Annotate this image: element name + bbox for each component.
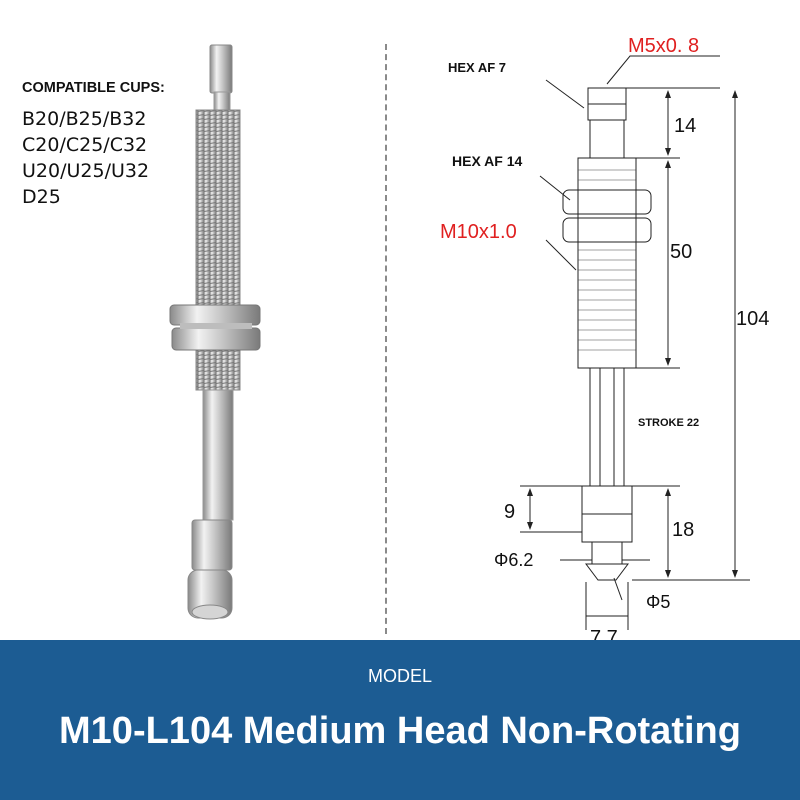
panel-divider (385, 44, 387, 634)
cup-item: U20/U25/U32 (22, 160, 150, 182)
label-thread-m10: M10x1.0 (440, 221, 517, 243)
dim-7-7: 7.7 (590, 627, 618, 640)
washer (180, 323, 252, 329)
drawing-neck (589, 119, 625, 159)
technical-drawing-panel: HEX AF 7 M5x0. 8 HEX AF 14 M10x1.0 STROK… (386, 0, 800, 640)
dim-18: 18 (672, 519, 694, 541)
compatible-cups-title: COMPATIBLE CUPS: (22, 80, 165, 96)
footer-banner (0, 640, 800, 800)
label-dia-5: Φ5 (646, 592, 670, 612)
label-hex-af-7: HEX AF 7 (448, 60, 506, 75)
drawing-nozzle (591, 541, 623, 565)
dim-9: 9 (504, 501, 515, 523)
model-title: M10-L104 Medium Head Non-Rotating (59, 710, 741, 752)
drawing-nozzle-tip (585, 563, 629, 581)
label-thread-m5: M5x0. 8 (628, 35, 699, 57)
dim-104: 104 (736, 308, 769, 330)
lock-nut-lower (171, 327, 261, 351)
cup-item: D25 (22, 186, 61, 208)
lock-nut-upper (169, 304, 261, 326)
drawing-nut-upper (562, 189, 652, 215)
hex-shaft (202, 389, 234, 521)
dim-50: 50 (670, 241, 692, 263)
label-stroke: STROKE 22 (638, 417, 699, 429)
nozzle-tip (191, 604, 229, 620)
vacuum-pad-photo (169, 44, 261, 620)
label-dia-6-2: Φ6.2 (494, 550, 533, 570)
cup-item: C20/C25/C32 (22, 134, 148, 156)
cup-item: B20/B25/B32 (22, 108, 147, 130)
label-hex-af-14: HEX AF 14 (452, 153, 522, 169)
dim-14: 14 (674, 115, 696, 137)
product-photo-panel: COMPATIBLE CUPS: B20/B25/B32 C20/C25/C32… (0, 0, 385, 640)
drawing-shaft (589, 367, 625, 487)
bottom-hex (191, 519, 233, 571)
model-caption: MODEL (367, 666, 432, 686)
dimension-drawing: HEX AF 7 M5x0. 8 HEX AF 14 M10x1.0 STROK… (440, 35, 769, 640)
top-hex-nut (209, 44, 233, 94)
drawing-nut-lower (562, 217, 652, 243)
neck (213, 91, 231, 113)
compatible-cups-list: B20/B25/B32 C20/C25/C32 U20/U25/U32 D25 (22, 106, 149, 210)
